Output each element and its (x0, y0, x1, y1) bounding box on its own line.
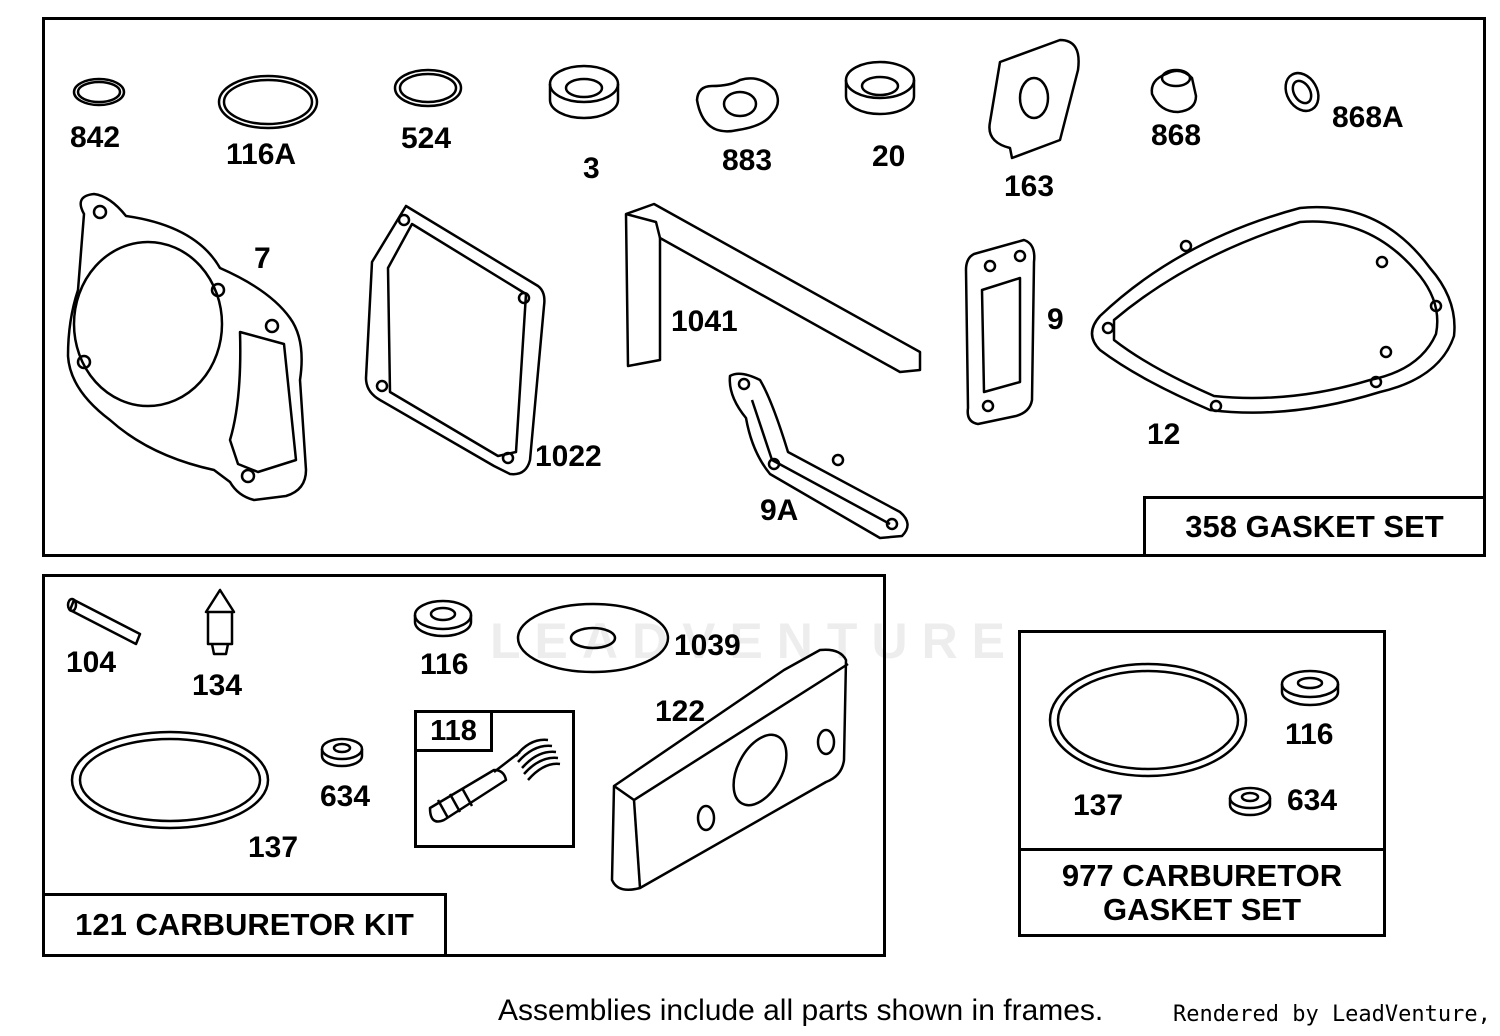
washer-116-icon (413, 599, 473, 638)
washer-634-icon (320, 737, 364, 768)
label-116: 116 (420, 648, 469, 681)
head-gasket-7-icon (66, 192, 308, 502)
label-12: 12 (1147, 418, 1181, 451)
gasket-1022-icon (364, 204, 546, 476)
gasket-9a-icon (728, 372, 909, 540)
needle-134-icon (204, 588, 236, 656)
label-634: 634 (320, 780, 371, 813)
label-524: 524 (401, 122, 452, 155)
footer-note: Assemblies include all parts shown in fr… (498, 994, 1104, 1027)
label-134: 134 (192, 669, 243, 702)
label-9: 9 (1047, 303, 1064, 336)
label-634-set: 634 (1287, 784, 1338, 817)
pin-104-icon (66, 597, 142, 646)
ring-524-icon (393, 68, 463, 108)
disc-1039-icon (516, 602, 670, 674)
label-122: 122 (655, 695, 706, 728)
label-137: 137 (248, 831, 299, 864)
label-7: 7 (254, 242, 271, 275)
carburetor-gasket-title-line1: 977 CARBURETOR (1061, 857, 1343, 893)
label-104: 104 (66, 646, 117, 679)
label-868: 868 (1151, 119, 1202, 152)
label-868a: 868A (1332, 101, 1404, 134)
oring-116a-icon (217, 74, 319, 130)
sub-kit-118-frame (414, 710, 575, 848)
crankcase-gasket-12-icon (1090, 205, 1456, 414)
label-1039: 1039 (674, 629, 741, 662)
sub-kit-118-label: 118 (414, 710, 493, 752)
valve-seal-868-icon (1150, 69, 1198, 114)
carburetor-kit-title: 121 CARBURETOR KIT (42, 893, 447, 957)
label-1041: 1041 (671, 305, 738, 338)
watermark: LEADVENTURE (490, 613, 1020, 669)
label-883: 883 (722, 144, 773, 177)
label-842: 842 (70, 121, 121, 154)
seal-3-icon (548, 64, 620, 120)
seal-20-icon (844, 60, 916, 116)
gasket-set-title: 358 GASKET SET (1143, 496, 1486, 557)
label-20: 20 (872, 140, 906, 173)
label-163: 163 (1004, 170, 1055, 203)
label-137-set: 137 (1073, 789, 1124, 822)
gasket-9-icon (964, 238, 1036, 426)
gasket-163-icon (988, 38, 1080, 160)
gasket-883-icon (695, 77, 780, 133)
label-9a: 9A (760, 494, 799, 527)
washer-634-set-icon (1228, 786, 1272, 817)
carburetor-gasket-set-title: 977 CARBURETOR GASKET SET (1018, 848, 1386, 937)
carburetor-gasket-title-line2: GASKET SET (1102, 891, 1302, 927)
ring-842-icon (72, 77, 126, 107)
strip-1041-icon (624, 202, 922, 374)
spring-118-icon (515, 738, 561, 781)
label-1022: 1022 (535, 440, 602, 473)
carburetor-kit-frame (42, 574, 886, 957)
spacer-122-icon (610, 648, 849, 891)
oring-137-icon (70, 730, 270, 830)
label-3: 3 (583, 152, 600, 185)
gasket-set-frame (42, 17, 1486, 557)
washer-116-set-icon (1280, 669, 1340, 707)
oring-137-set-icon (1048, 662, 1248, 778)
credit-text: Rendered by LeadVenture, Inc. (1173, 1002, 1500, 1027)
label-116-set: 116 (1285, 718, 1334, 751)
washer-868a-icon (1284, 71, 1320, 113)
label-116a: 116A (226, 138, 297, 171)
screw-118-icon (428, 751, 521, 823)
